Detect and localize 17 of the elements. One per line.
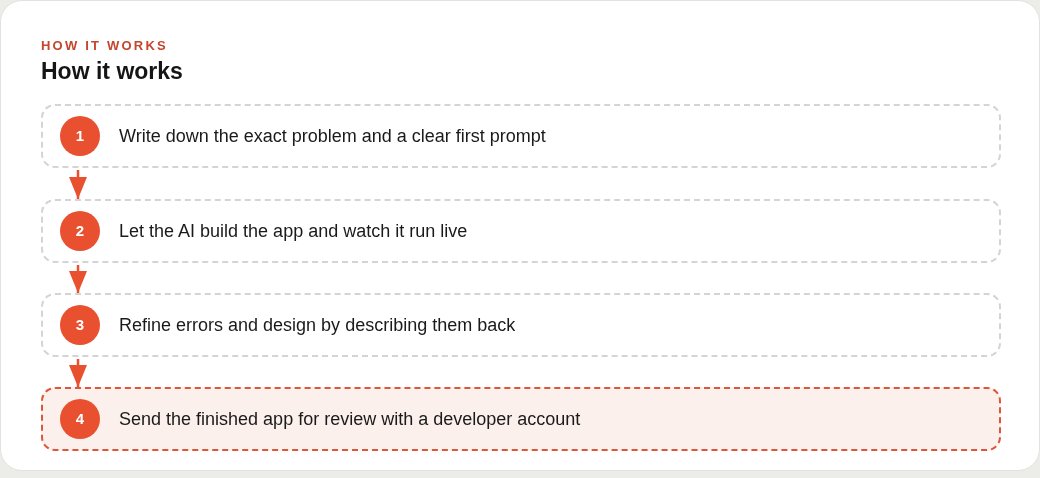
step-text: Let the AI build the app and watch it run live xyxy=(119,220,468,242)
step-text: Refine errors and design by describing them back xyxy=(119,314,516,336)
step-text: Write down the exact problem and a clear first prompt xyxy=(119,125,546,147)
arrow xyxy=(69,265,87,293)
step-number: 3 xyxy=(60,305,100,345)
step-box xyxy=(41,387,1001,451)
step-number: 2 xyxy=(60,211,100,251)
step-number: 4 xyxy=(60,399,100,439)
title: How it works xyxy=(41,57,183,85)
arrow xyxy=(69,170,87,199)
eyebrow-label: HOW IT WORKS xyxy=(41,38,169,54)
arrow xyxy=(69,359,87,387)
step-text: Send the finished app for review with a developer account xyxy=(119,408,581,430)
step-box xyxy=(41,104,1001,168)
step-box xyxy=(41,199,1001,263)
step-box xyxy=(41,293,1001,357)
step-number: 1 xyxy=(60,116,100,156)
